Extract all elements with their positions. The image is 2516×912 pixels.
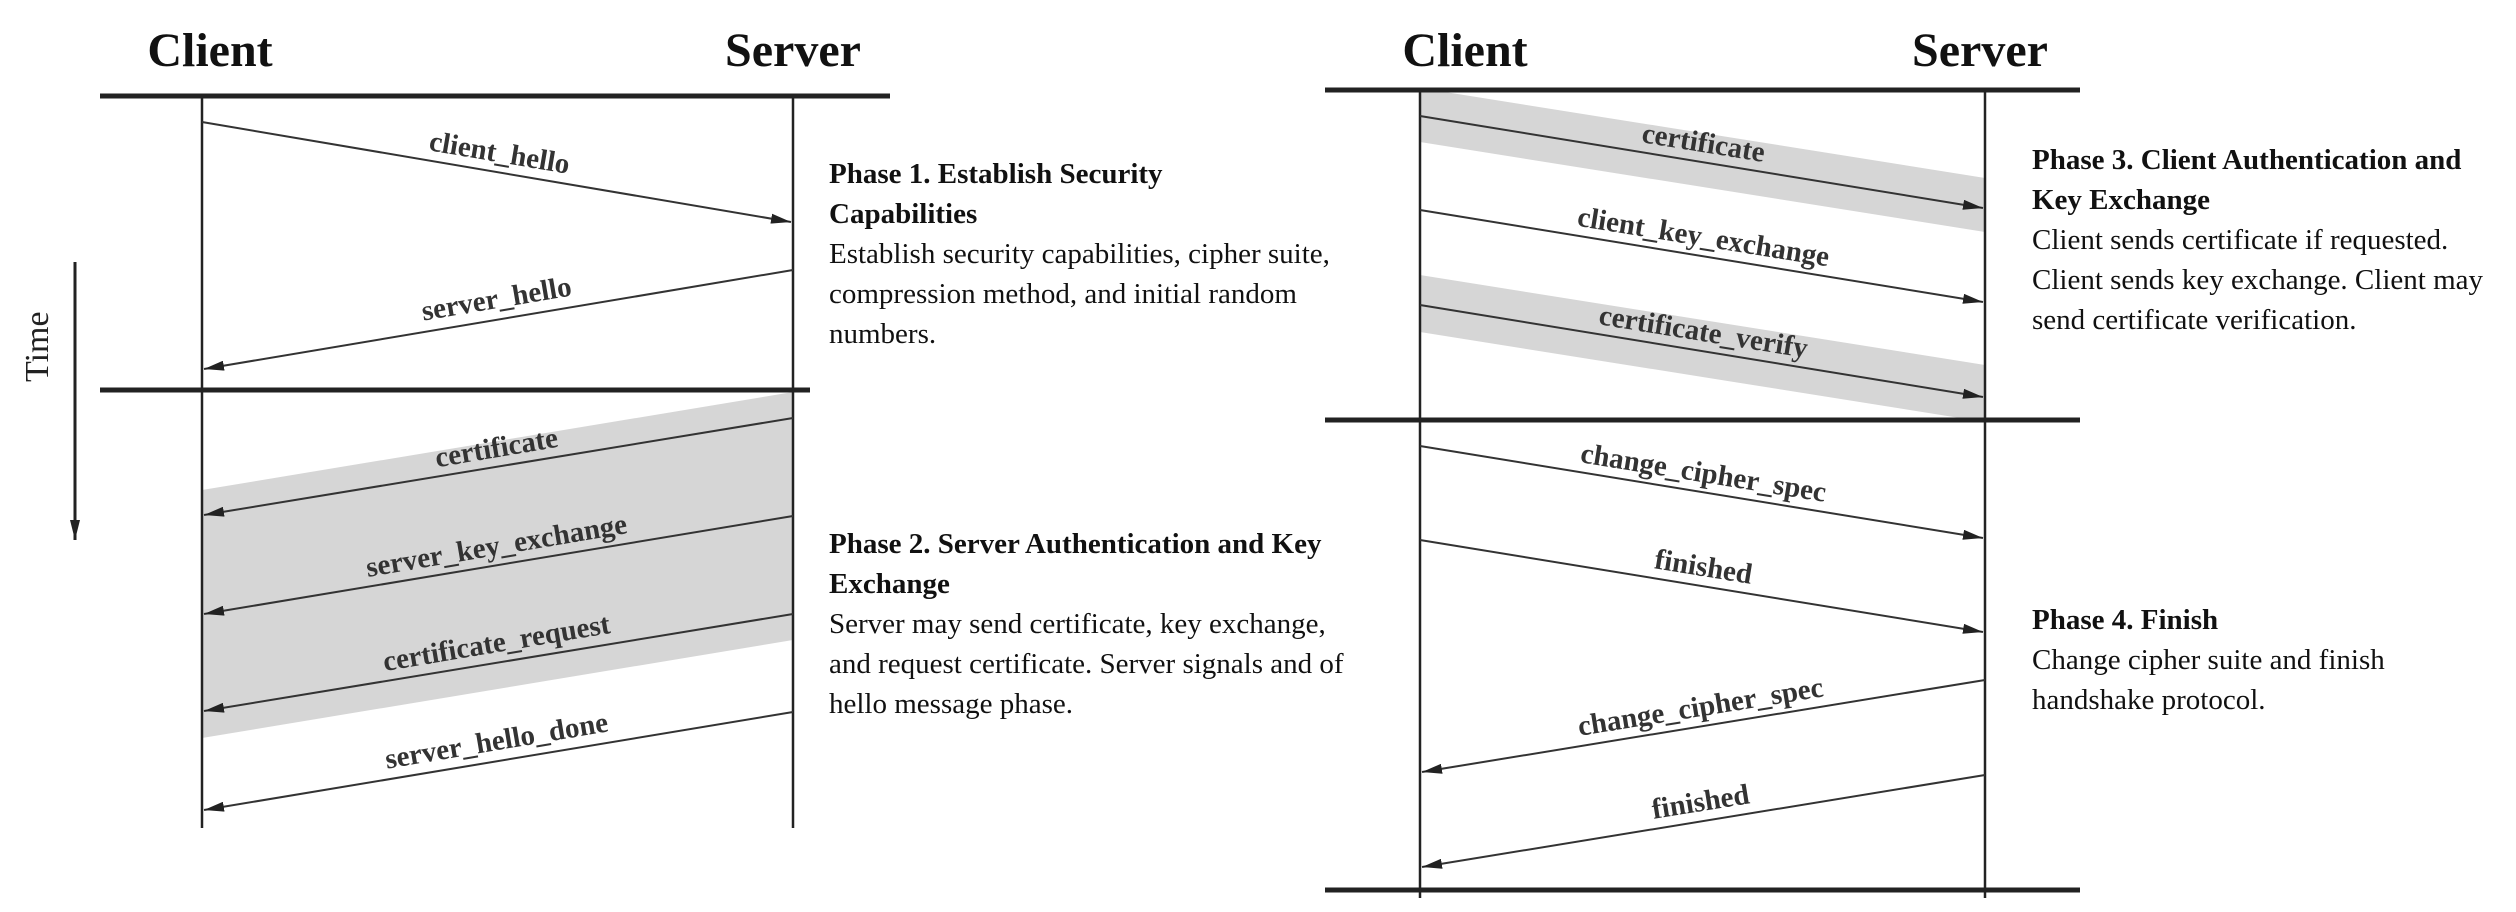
server-hello-arrow — [203, 269, 794, 371]
client-finished-label: finished — [1652, 543, 1754, 590]
client-key-exchange-arrow — [1419, 209, 1984, 304]
phase-3-description: Client sends certificate if requested. C… — [2032, 224, 2484, 336]
phase-4-title: Phase 4. Finish — [2032, 604, 2219, 636]
client-change-cipher-spec-arrow — [1419, 445, 1984, 540]
phase-1-title: Phase 1. Establish Security Capabilities — [829, 158, 1163, 230]
phase-2-block: Phase 2. Server Authentication and Key E… — [829, 524, 1389, 724]
client-change-cipher-spec-label: change_cipher_spec — [1578, 437, 1828, 508]
right-server-label: Server — [1912, 24, 2048, 77]
left-client-label: Client — [147, 24, 272, 77]
time-label: Time — [19, 311, 56, 382]
server-change-cipher-spec-label: change_cipher_spec — [1576, 671, 1826, 742]
certificate-request-arrow — [203, 613, 794, 713]
phase-2-description: Server may send certificate, key exchang… — [829, 608, 1344, 720]
client-certificate-arrow — [1419, 115, 1984, 210]
client-hello-arrow — [201, 121, 792, 224]
server-hello-done-label: server_hello_done — [383, 707, 611, 776]
phase-3-title: Phase 3. Client Authentication and Key E… — [2032, 144, 2462, 216]
phase-4-block: Phase 4. Finish Change cipher suite and … — [2032, 600, 2512, 720]
phase-2-title: Phase 2. Server Authentication and Key E… — [829, 528, 1322, 600]
server-finished-label: finished — [1649, 778, 1751, 825]
phase-4-description: Change cipher suite and finish handshake… — [2032, 644, 2385, 716]
server-finished-arrow — [1421, 774, 1986, 869]
phase-1-description: Establish security capabilities, cipher … — [829, 238, 1330, 350]
client-key-exchange-label: client_key_exchange — [1575, 201, 1831, 273]
server-certificate-arrow — [203, 417, 794, 517]
server-key-exchange-arrow — [203, 515, 794, 616]
certificate-verify-arrow — [1419, 304, 1984, 399]
phase3-shaded-band-1 — [1420, 88, 1985, 232]
phase3-shaded-band-2 — [1420, 275, 1985, 422]
phase-1-block: Phase 1. Establish Security Capabilities… — [829, 154, 1389, 354]
server-hello-done-arrow — [203, 711, 794, 812]
left-server-label: Server — [725, 24, 861, 77]
phase-3-block: Phase 3. Client Authentication and Key E… — [2032, 140, 2512, 340]
client-finished-arrow — [1419, 539, 1984, 634]
right-client-label: Client — [1402, 24, 1527, 77]
server-change-cipher-spec-arrow — [1421, 679, 1986, 774]
